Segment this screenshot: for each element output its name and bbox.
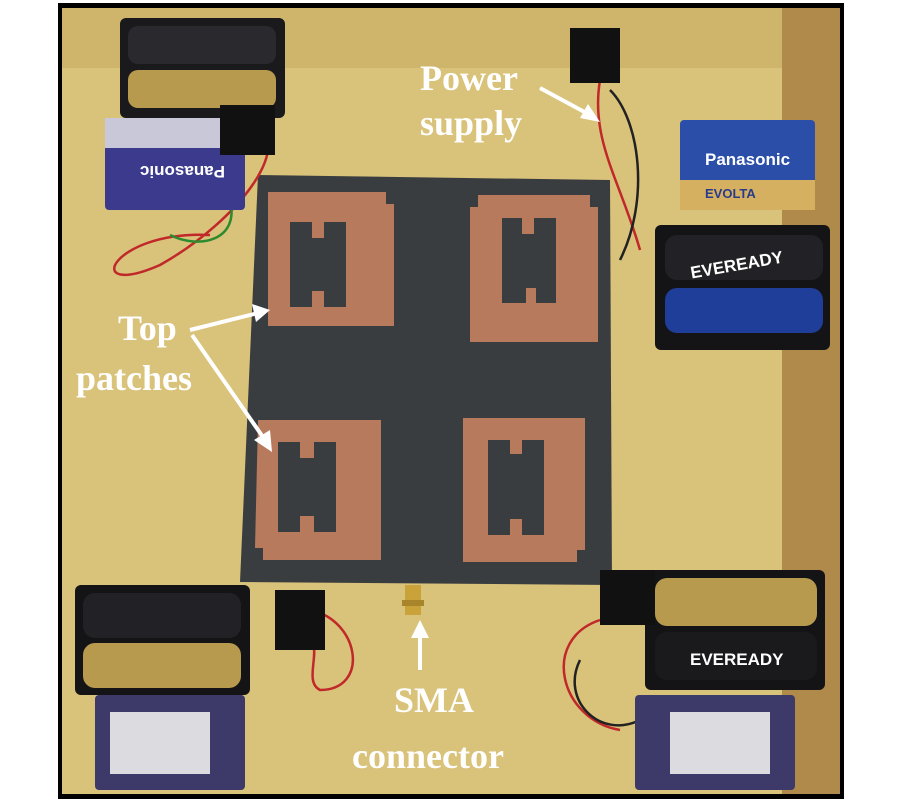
label-top-patches-line1: Top [118,308,177,348]
label-power-supply-line2: supply [420,103,522,143]
label-sma-line1: SMA [394,680,474,720]
sma-connector-part [402,585,424,615]
battery-pack-top-left: Panasonic [105,18,285,210]
battery-brand: Panasonic [140,162,225,181]
antenna-board [240,175,612,585]
battery-brand: EVOLTA [705,186,756,201]
label-power-supply-line1: Power [420,58,518,98]
battery-pack-top-right: Panasonic EVOLTA EVEREADY [570,28,830,350]
battery-pack-bottom-left [75,585,325,790]
arrow-top-patch-lower [190,333,267,442]
top-patch [255,192,598,562]
battery-brand: EVEREADY [690,650,784,669]
arrow-power-supply [539,86,591,117]
label-top-patches-line2: patches [76,358,192,398]
label-sma-line2: connector [352,736,504,776]
battery-pack-bottom-right: EVEREADY [600,570,825,790]
annotation-arrows [189,86,600,670]
arrow-top-patch-upper [189,311,259,332]
battery-brand: Panasonic [705,150,790,169]
